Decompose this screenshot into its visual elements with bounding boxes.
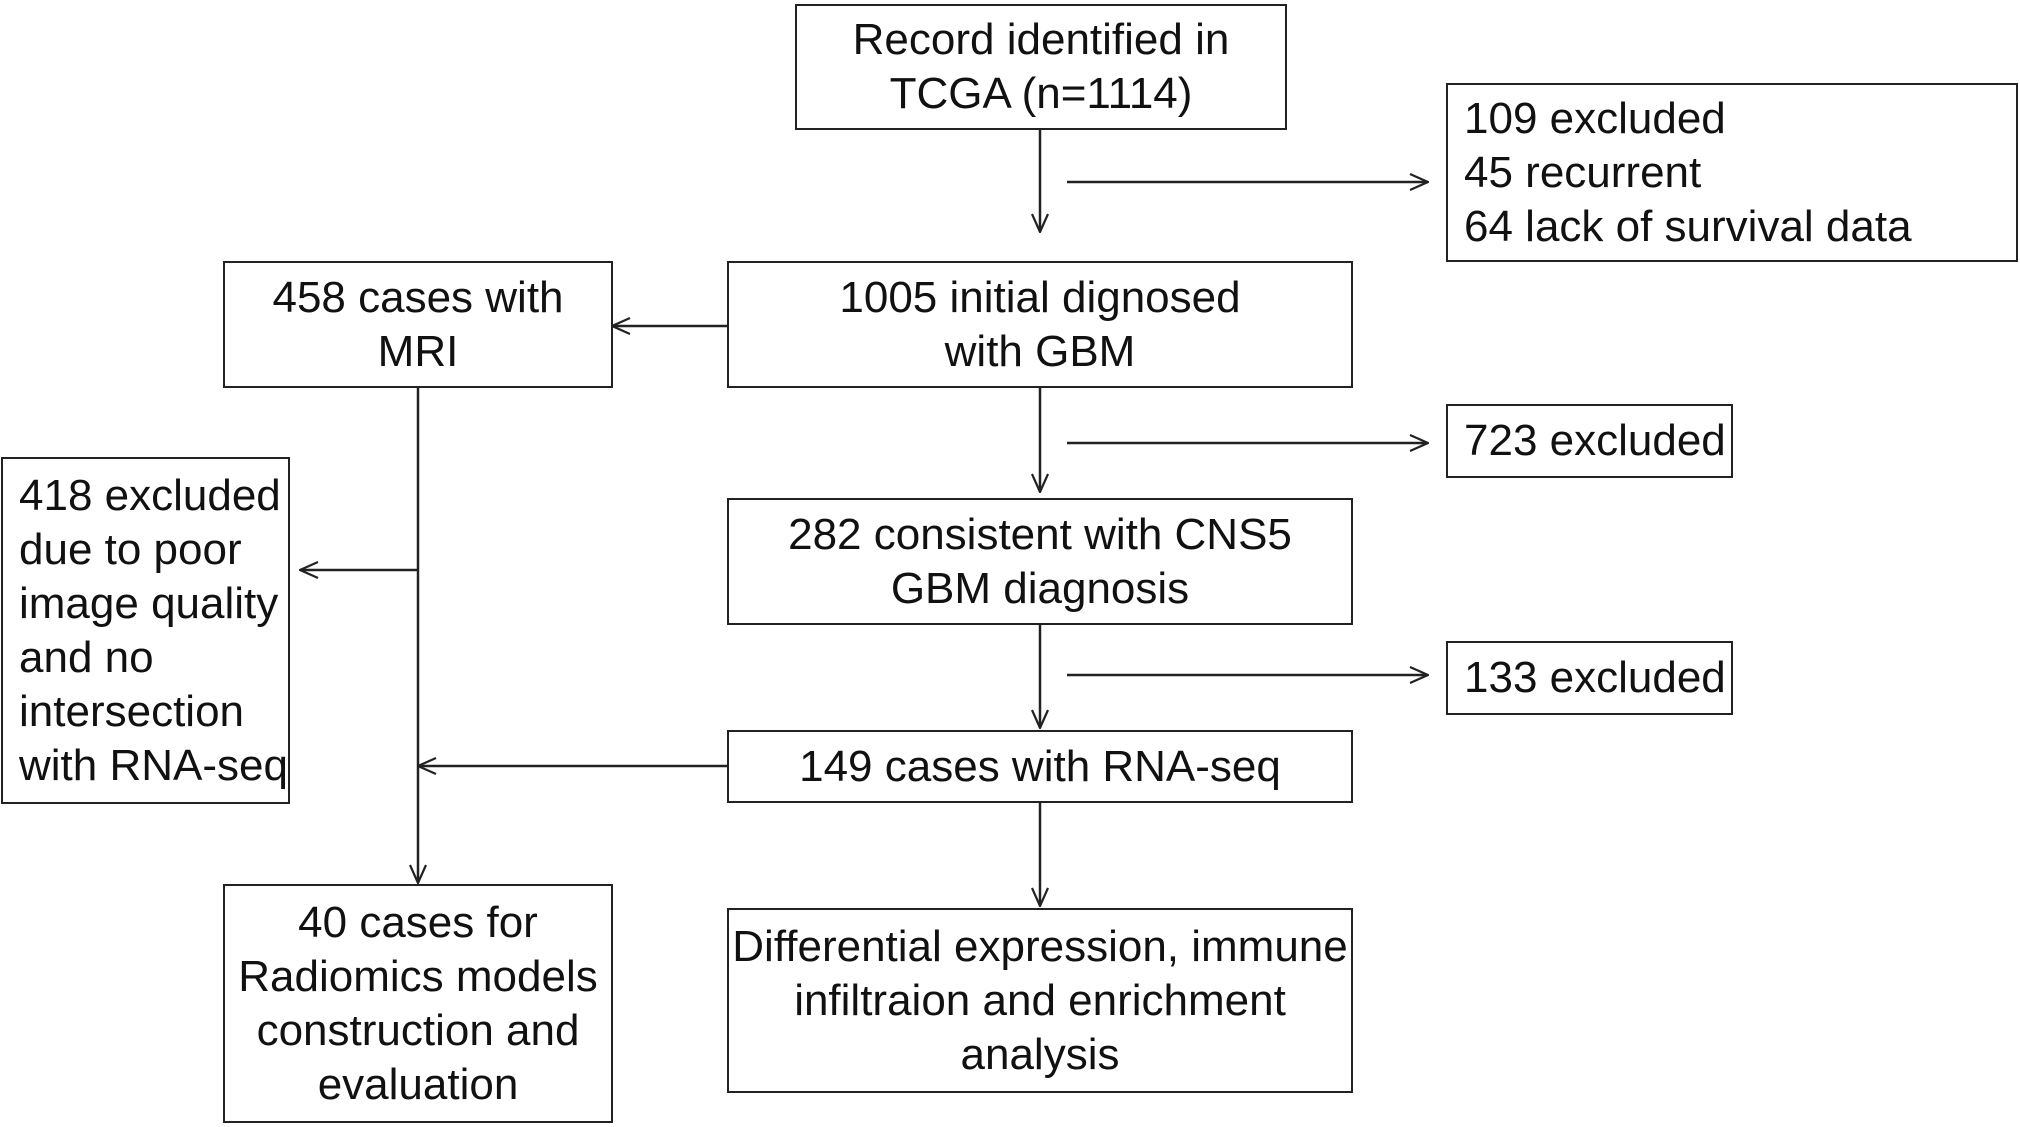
node-text-line: 418 excluded — [19, 470, 281, 520]
node-text-line: with RNA-seq — [19, 740, 288, 790]
node-text-line: evaluation — [317, 1059, 519, 1109]
node-text-line: Radiomics models — [238, 951, 598, 1001]
node-text-line: with GBM — [944, 326, 1136, 376]
node-text-line: 149 cases with RNA-seq — [799, 741, 1281, 791]
node-text-line: and no — [19, 632, 154, 682]
node-text-line: 282 consistent with CNS5 — [788, 509, 1292, 559]
node-text-line: 133 excluded — [1464, 653, 1726, 702]
node-text-line: Record identified in — [852, 15, 1230, 64]
node-text-line: image quality — [19, 578, 279, 628]
node-record-identified: Record identified in TCGA (n=1114) — [795, 4, 1287, 130]
node-rnaseq-cases: 149 cases with RNA-seq — [727, 730, 1353, 803]
node-text-line: analysis — [960, 1029, 1120, 1079]
node-text-line: due to poor — [19, 524, 242, 574]
node-excluded-723: 723 excluded — [1446, 404, 1733, 478]
node-text-line: 109 excluded — [1464, 93, 1726, 143]
node-text-line: Differential expression, immune — [732, 921, 1348, 971]
node-text-line: GBM diagnosis — [890, 563, 1190, 613]
node-text-line: 45 recurrent — [1464, 147, 1702, 197]
node-text-line: intersection — [19, 686, 245, 736]
node-text-line: 64 lack of survival data — [1464, 201, 1912, 251]
node-text-line: TCGA (n=1114) — [889, 69, 1193, 118]
node-text-line: 1005 initial dignosed — [839, 272, 1241, 322]
node-text-line: MRI — [377, 326, 459, 376]
node-text-line: 723 excluded — [1464, 416, 1726, 465]
node-text-line: 458 cases with — [272, 272, 564, 322]
node-text-line: 40 cases for — [298, 897, 538, 947]
node-text-line: infiltraion and enrichment — [794, 975, 1286, 1025]
node-text-line: construction and — [256, 1005, 580, 1055]
node-excluded-133: 133 excluded — [1446, 641, 1733, 715]
